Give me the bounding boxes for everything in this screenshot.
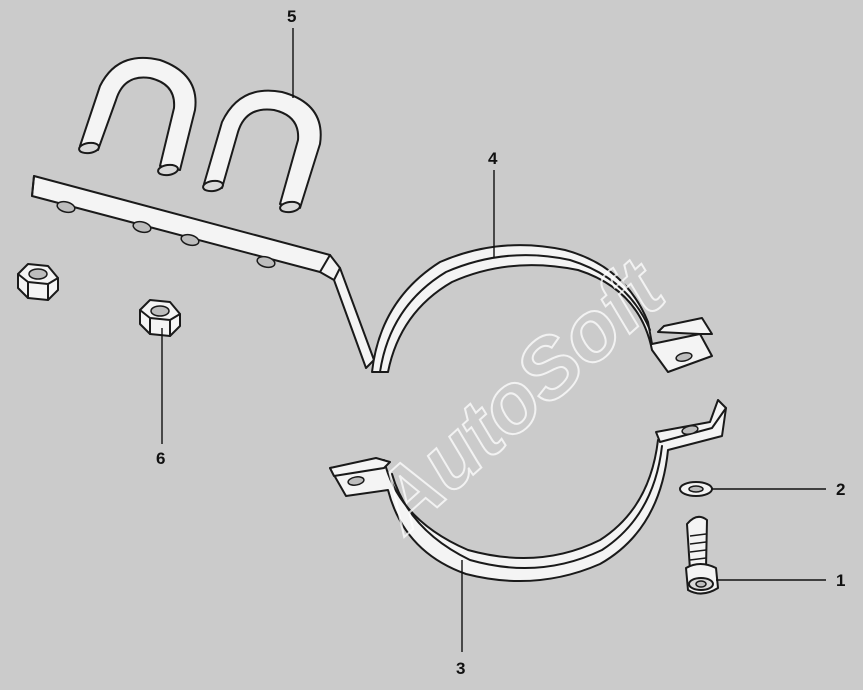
washer bbox=[679, 481, 713, 497]
autosoft-watermark: AutoSoft bbox=[353, 240, 683, 550]
mounting-bracket bbox=[31, 175, 375, 369]
callout-1: 1 bbox=[836, 571, 845, 590]
callout-5: 5 bbox=[287, 7, 296, 26]
cap-screw bbox=[685, 515, 719, 595]
hex-nut-right bbox=[139, 299, 181, 337]
clamp-upper-half bbox=[371, 244, 713, 373]
u-bolt-right bbox=[202, 89, 322, 214]
callout-2: 2 bbox=[836, 480, 845, 499]
clamp-lower-half bbox=[329, 399, 727, 583]
hex-nut-left bbox=[17, 263, 59, 301]
callout-6: 6 bbox=[156, 449, 165, 468]
callout-4: 4 bbox=[488, 149, 498, 168]
u-bolt-left bbox=[78, 56, 197, 177]
callout-3: 3 bbox=[456, 659, 465, 678]
